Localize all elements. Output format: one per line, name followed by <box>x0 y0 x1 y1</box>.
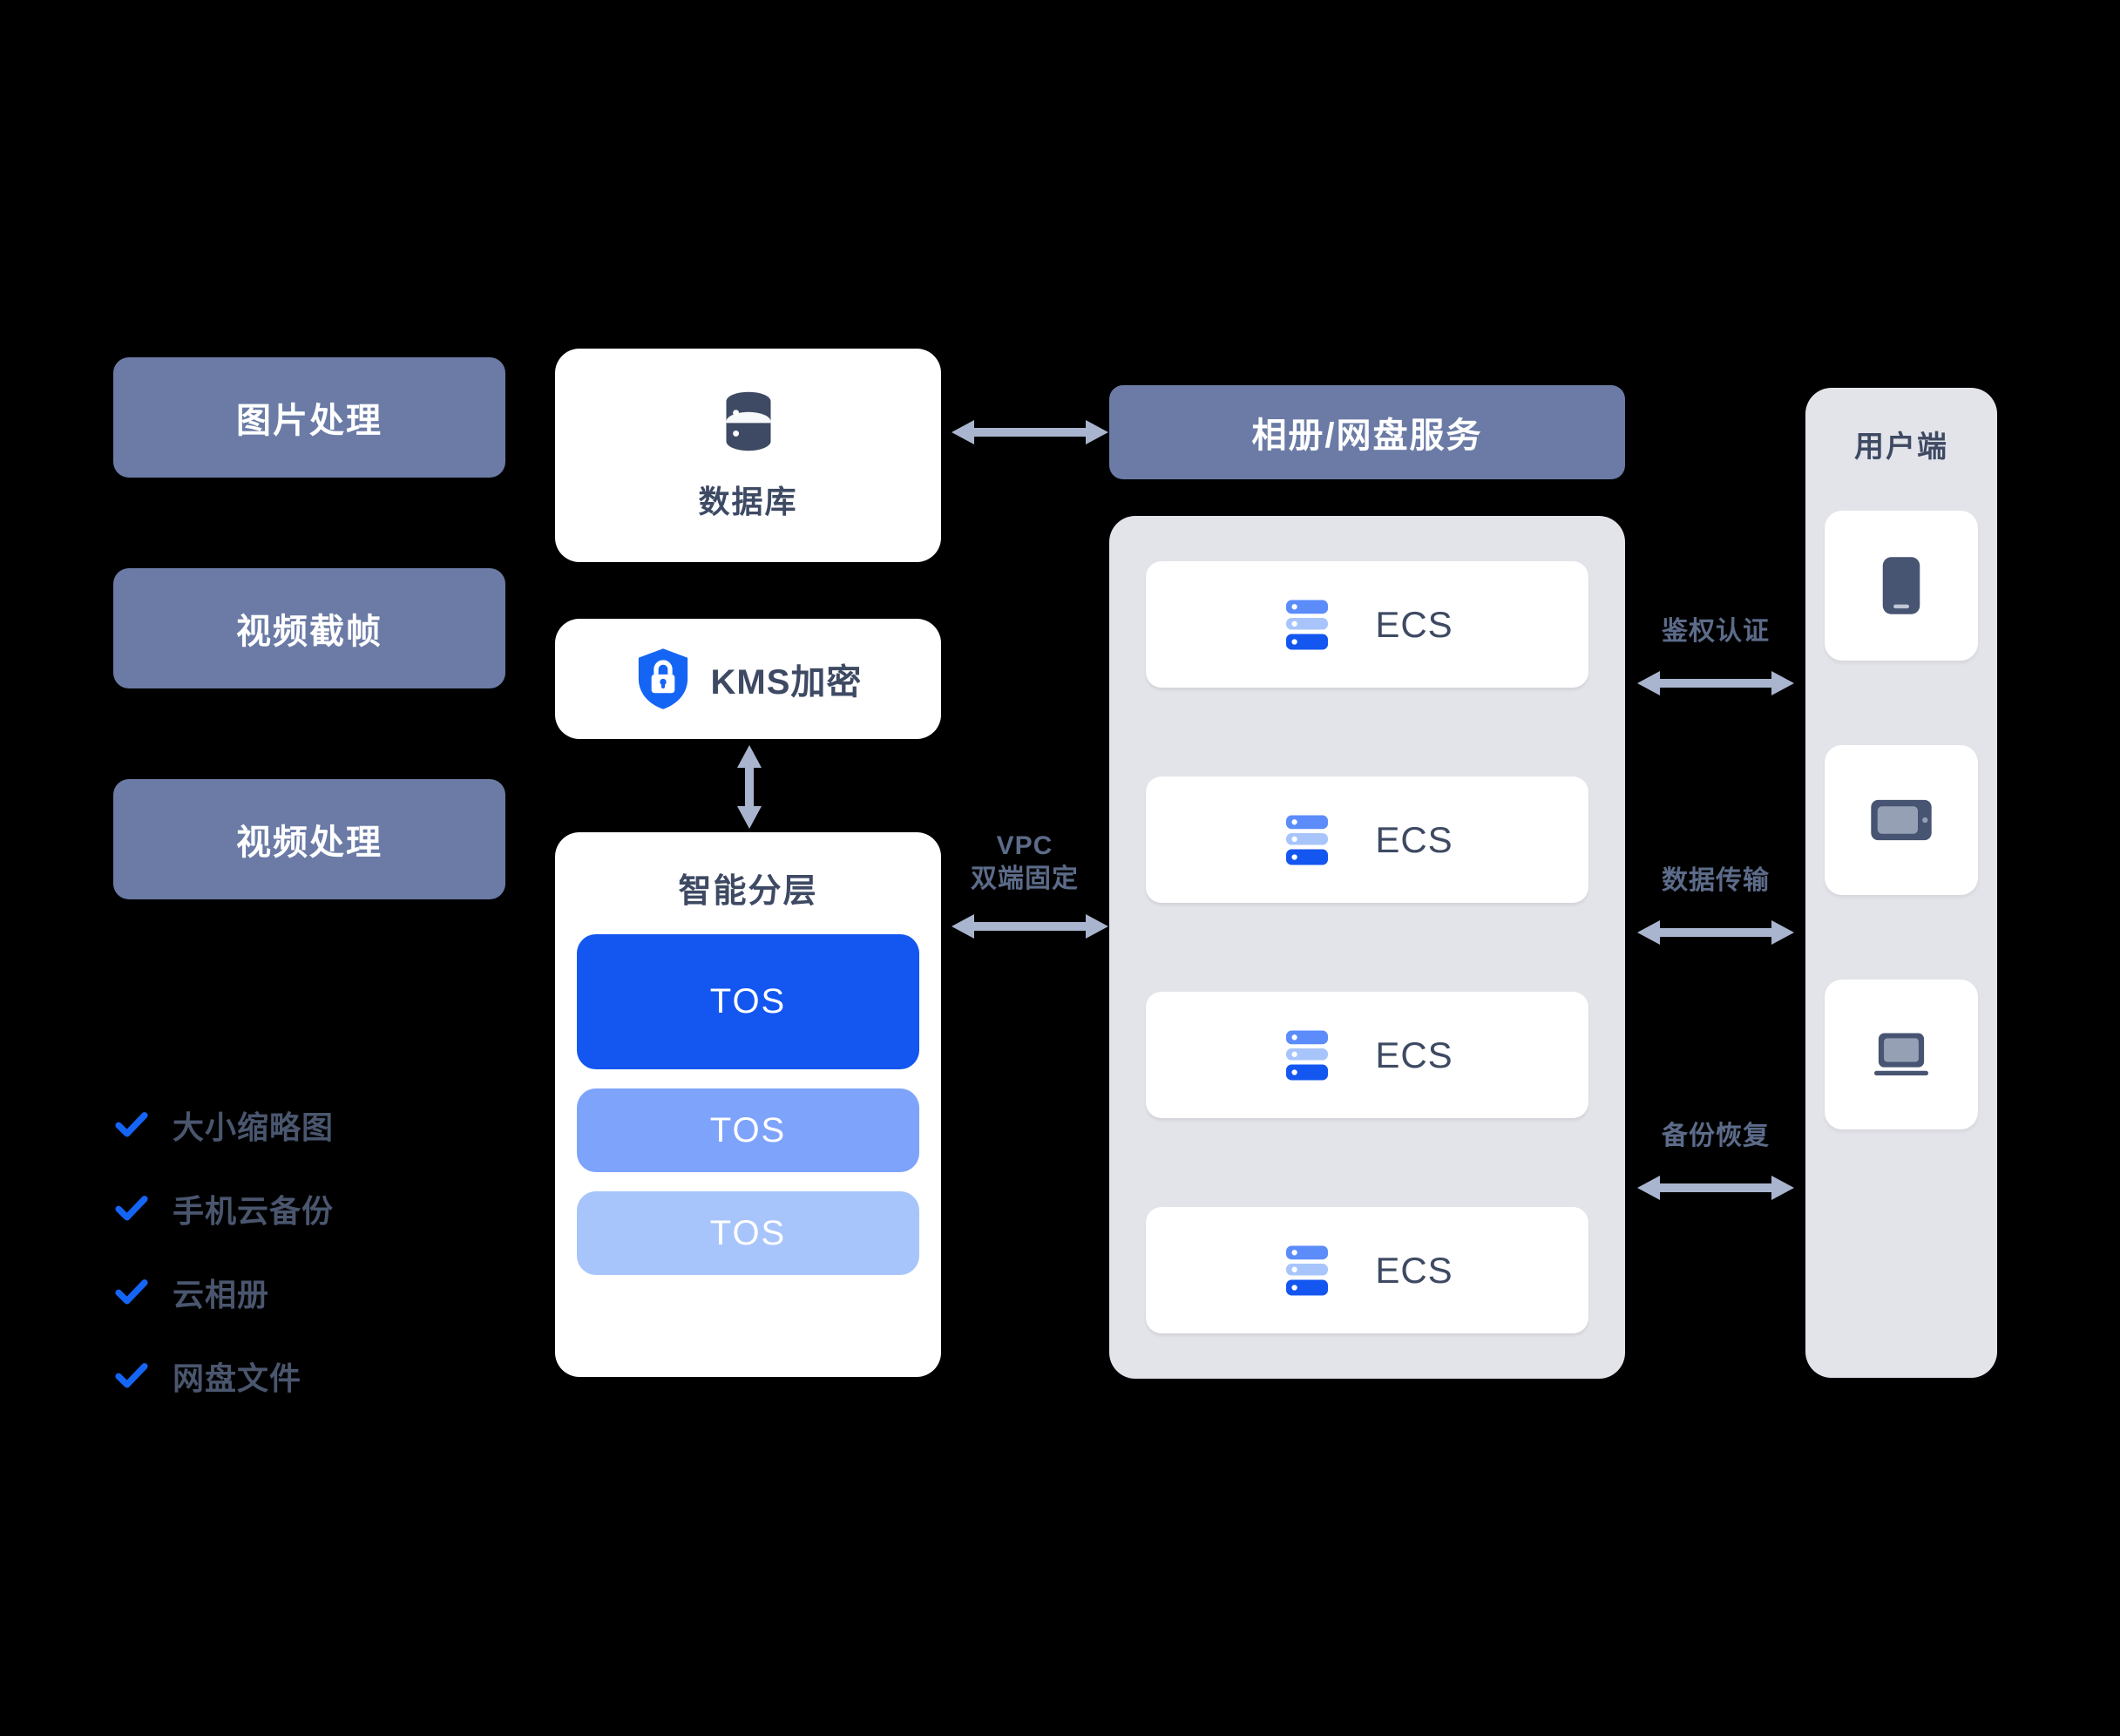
ecs-card-label: ECS <box>1375 1249 1453 1291</box>
feature-chip-label: 视频截帧 <box>236 613 383 651</box>
feature-chip-video-frame-capture[interactable]: 视频截帧 <box>113 568 505 688</box>
ecs-card[interactable]: ECS <box>1146 1207 1588 1333</box>
service-header-label: 相册/网盘服务 <box>1251 417 1483 455</box>
vpc-connector-label: VPC 双端固定 <box>955 830 1094 897</box>
tiering-title: 智能分层 <box>678 873 818 910</box>
feature-chip-label: 视频处理 <box>236 824 383 862</box>
intelligent-tiering-card[interactable]: 智能分层 TOS TOS TOS <box>555 832 941 1377</box>
shield-lock-icon <box>638 648 687 709</box>
list-item-label: 云相册 <box>173 1277 270 1312</box>
ecs-card-label: ECS <box>1375 1034 1453 1075</box>
tier-warm-tos[interactable]: TOS <box>577 1088 919 1172</box>
ecs-card-label: ECS <box>1375 818 1453 860</box>
database-card[interactable]: 数据库 <box>555 349 941 562</box>
double-arrow-horizontal-auth <box>1637 671 1794 695</box>
double-arrow-vertical-kms-tiering <box>737 745 762 829</box>
backup-connector-label: 备份恢复 <box>1662 1122 1770 1150</box>
list-item: 大小缩略图 <box>113 1083 479 1167</box>
double-arrow-horizontal-backup <box>1637 1176 1794 1200</box>
kms-card-label: KMS加密 <box>710 663 863 702</box>
ecs-card[interactable]: ECS <box>1146 561 1588 688</box>
phone-icon <box>1882 557 1920 614</box>
tier-label: TOS <box>709 982 787 1021</box>
feature-chip-label: 图片处理 <box>236 402 383 440</box>
list-item-label: 网盘文件 <box>173 1360 302 1396</box>
server-icon <box>1286 815 1329 865</box>
auth-connector-label: 鉴权认证 <box>1662 617 1770 646</box>
device-card-tablet[interactable] <box>1825 745 1978 895</box>
tablet-icon <box>1871 799 1932 841</box>
list-item-label: 大小缩略图 <box>173 1109 335 1145</box>
feature-chip-video-processing[interactable]: 视频处理 <box>113 779 505 899</box>
ecs-card[interactable]: ECS <box>1146 992 1588 1118</box>
list-item: 手机云备份 <box>113 1167 479 1251</box>
check-icon <box>115 1196 148 1221</box>
ecs-card-label: ECS <box>1375 603 1453 645</box>
transfer-connector-label: 数据传输 <box>1662 866 1770 895</box>
server-icon <box>1286 600 1329 649</box>
tier-cold-tos[interactable]: TOS <box>577 1191 919 1275</box>
server-icon <box>1286 1030 1329 1080</box>
server-icon <box>1286 1245 1329 1295</box>
ecs-card[interactable]: ECS <box>1146 776 1588 903</box>
double-arrow-horizontal-transfer <box>1637 920 1794 945</box>
vpc-label-line1: VPC <box>996 831 1053 860</box>
service-header: 相册/网盘服务 <box>1109 385 1625 479</box>
kms-card[interactable]: KMS加密 <box>555 619 941 739</box>
database-icon <box>726 391 770 451</box>
list-item-label: 手机云备份 <box>173 1193 335 1229</box>
client-panel: 用户端 <box>1805 388 1997 1378</box>
vpc-label-line2: 双端固定 <box>971 865 1079 894</box>
check-icon <box>115 1363 148 1388</box>
tier-label: TOS <box>709 1213 787 1252</box>
check-icon <box>115 1279 148 1305</box>
feature-chip-image-processing[interactable]: 图片处理 <box>113 357 505 478</box>
tier-label: TOS <box>709 1110 787 1149</box>
feature-checklist: 大小缩略图 手机云备份 云相册 网盘文件 <box>113 1083 479 1418</box>
device-card-laptop[interactable] <box>1825 980 1978 1129</box>
list-item: 云相册 <box>113 1251 479 1334</box>
double-arrow-horizontal-vpc <box>952 914 1108 939</box>
database-card-label: 数据库 <box>698 483 798 519</box>
double-arrow-horizontal-db-service <box>952 420 1108 444</box>
check-icon <box>115 1112 148 1137</box>
list-item: 网盘文件 <box>113 1334 479 1418</box>
tier-hot-tos[interactable]: TOS <box>577 934 919 1069</box>
client-panel-title: 用户端 <box>1854 431 1948 464</box>
device-card-phone[interactable] <box>1825 511 1978 661</box>
laptop-icon <box>1874 1033 1928 1075</box>
ecs-cluster-panel: ECS ECS <box>1109 516 1625 1379</box>
